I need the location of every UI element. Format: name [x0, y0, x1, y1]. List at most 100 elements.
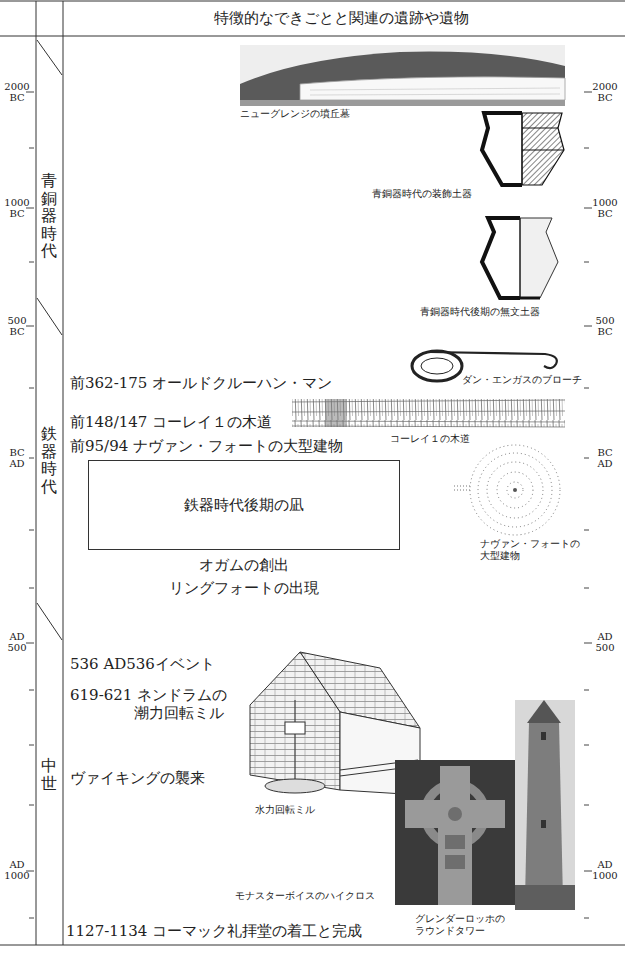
axis-label: 500 BC [2, 316, 32, 337]
axis-label: 500 BC [590, 316, 620, 337]
round-tower-photo [515, 700, 575, 910]
tick [584, 208, 592, 209]
post-ring [487, 462, 543, 518]
caption: グレンダーロッホの ラウンドタワー [415, 913, 515, 937]
period-box: 鉄器時代後期の凪 [88, 460, 400, 550]
cross-shaft [438, 800, 472, 905]
mill-shaft [295, 700, 296, 780]
caption: コーレイ１の木道 [390, 433, 470, 445]
tick [29, 588, 34, 589]
event-text: 619-621 ネンドラムの 潮力回転ミル [70, 686, 274, 722]
caption: 青銅器時代の装飾土器 [372, 188, 472, 200]
tower-window [541, 820, 546, 828]
tick [584, 745, 589, 746]
mill-wheel [265, 779, 325, 793]
caption: ニューグレンジの墳丘墓 [240, 108, 350, 120]
frame-line [36, 1, 37, 945]
post-ring [470, 445, 560, 535]
frame-line [0, 36, 625, 37]
tick [584, 643, 592, 644]
axis-label: AD 500 [2, 632, 32, 653]
mound [240, 52, 565, 100]
tick [29, 805, 34, 806]
trackway-planks [292, 399, 565, 427]
tick [584, 690, 589, 691]
tick [584, 918, 589, 919]
tick [29, 262, 34, 263]
tower-window [541, 732, 546, 740]
tick [584, 871, 592, 872]
event-text: オガムの創出 [88, 556, 400, 574]
quartz-wall [300, 77, 565, 100]
period-divider [37, 603, 62, 640]
pot-profile [482, 218, 520, 298]
cross-panel [445, 835, 465, 849]
box-text: 鉄器時代後期の凪 [184, 496, 304, 515]
caption: 青銅器時代後期の無文土器 [420, 306, 540, 318]
frame-line [0, 1, 625, 2]
caption: ダン・エンガスのブローチ [462, 374, 582, 385]
trackway-drawing [292, 399, 565, 427]
event-text: ヴァイキングの襲来 [70, 769, 205, 787]
mill-gable [250, 652, 340, 790]
trackway-bundle [325, 399, 347, 427]
period-divider [37, 298, 62, 335]
tick [584, 262, 589, 263]
sky [240, 45, 565, 106]
tick [584, 388, 589, 389]
event-text: リングフォートの出現 [88, 579, 400, 597]
pot-axis [522, 113, 523, 185]
event-text: 前362-175 オールドクルーハン・マン [70, 374, 332, 392]
period-name: 中世 [41, 757, 57, 792]
axis-label: 1000 BC [2, 198, 32, 219]
axis-ticks [26, 92, 592, 918]
tick [29, 388, 34, 389]
trackway-runners [292, 400, 565, 427]
brooch-ring [412, 351, 462, 381]
axis-label: AD 1000 [2, 860, 32, 881]
brooch-pin [430, 352, 557, 368]
axis-label: 2000 BC [590, 82, 620, 103]
caption: 水力回転ミル [255, 804, 315, 816]
tower-body [525, 722, 563, 900]
mill-drawing [250, 652, 420, 795]
tick [584, 588, 589, 589]
tick [584, 326, 592, 327]
tick [584, 805, 589, 806]
axis-label: AD 1000 [590, 860, 620, 881]
period-name: 鉄器時代 [41, 425, 57, 495]
axis-label: AD 500 [590, 632, 620, 653]
post-ring [478, 453, 552, 527]
tick [26, 326, 34, 327]
millstone [285, 722, 305, 734]
newgrange-photo [240, 45, 565, 106]
ground [515, 885, 575, 910]
photo-ground [395, 760, 515, 905]
event-text: 前148/147 コーレイ１の木道 [70, 413, 272, 431]
tick [26, 643, 34, 644]
tick [29, 458, 34, 459]
pot-profile [482, 113, 522, 185]
tick [29, 148, 34, 149]
tower-cap [527, 700, 561, 723]
event-text: 1127-1134 コーマック礼拝堂の着工と完成 [66, 922, 362, 940]
entrance [452, 486, 470, 487]
title: 特徴的なできごとと関連の遺跡や遺物 [60, 9, 622, 27]
tick [584, 530, 589, 531]
wall-texture [310, 88, 560, 95]
axis-label: 2000 BC [2, 82, 32, 103]
axis-label: BC AD [590, 448, 620, 469]
cross-panel [445, 855, 465, 869]
tick [29, 690, 34, 691]
tick [29, 745, 34, 746]
entrance [452, 490, 470, 491]
tick [584, 92, 592, 93]
ground [240, 100, 565, 106]
pot-band [522, 150, 564, 151]
pot-base [500, 297, 540, 300]
axis-label: 1000 BC [590, 198, 620, 219]
pot-surface [520, 218, 558, 298]
sky [515, 700, 575, 910]
